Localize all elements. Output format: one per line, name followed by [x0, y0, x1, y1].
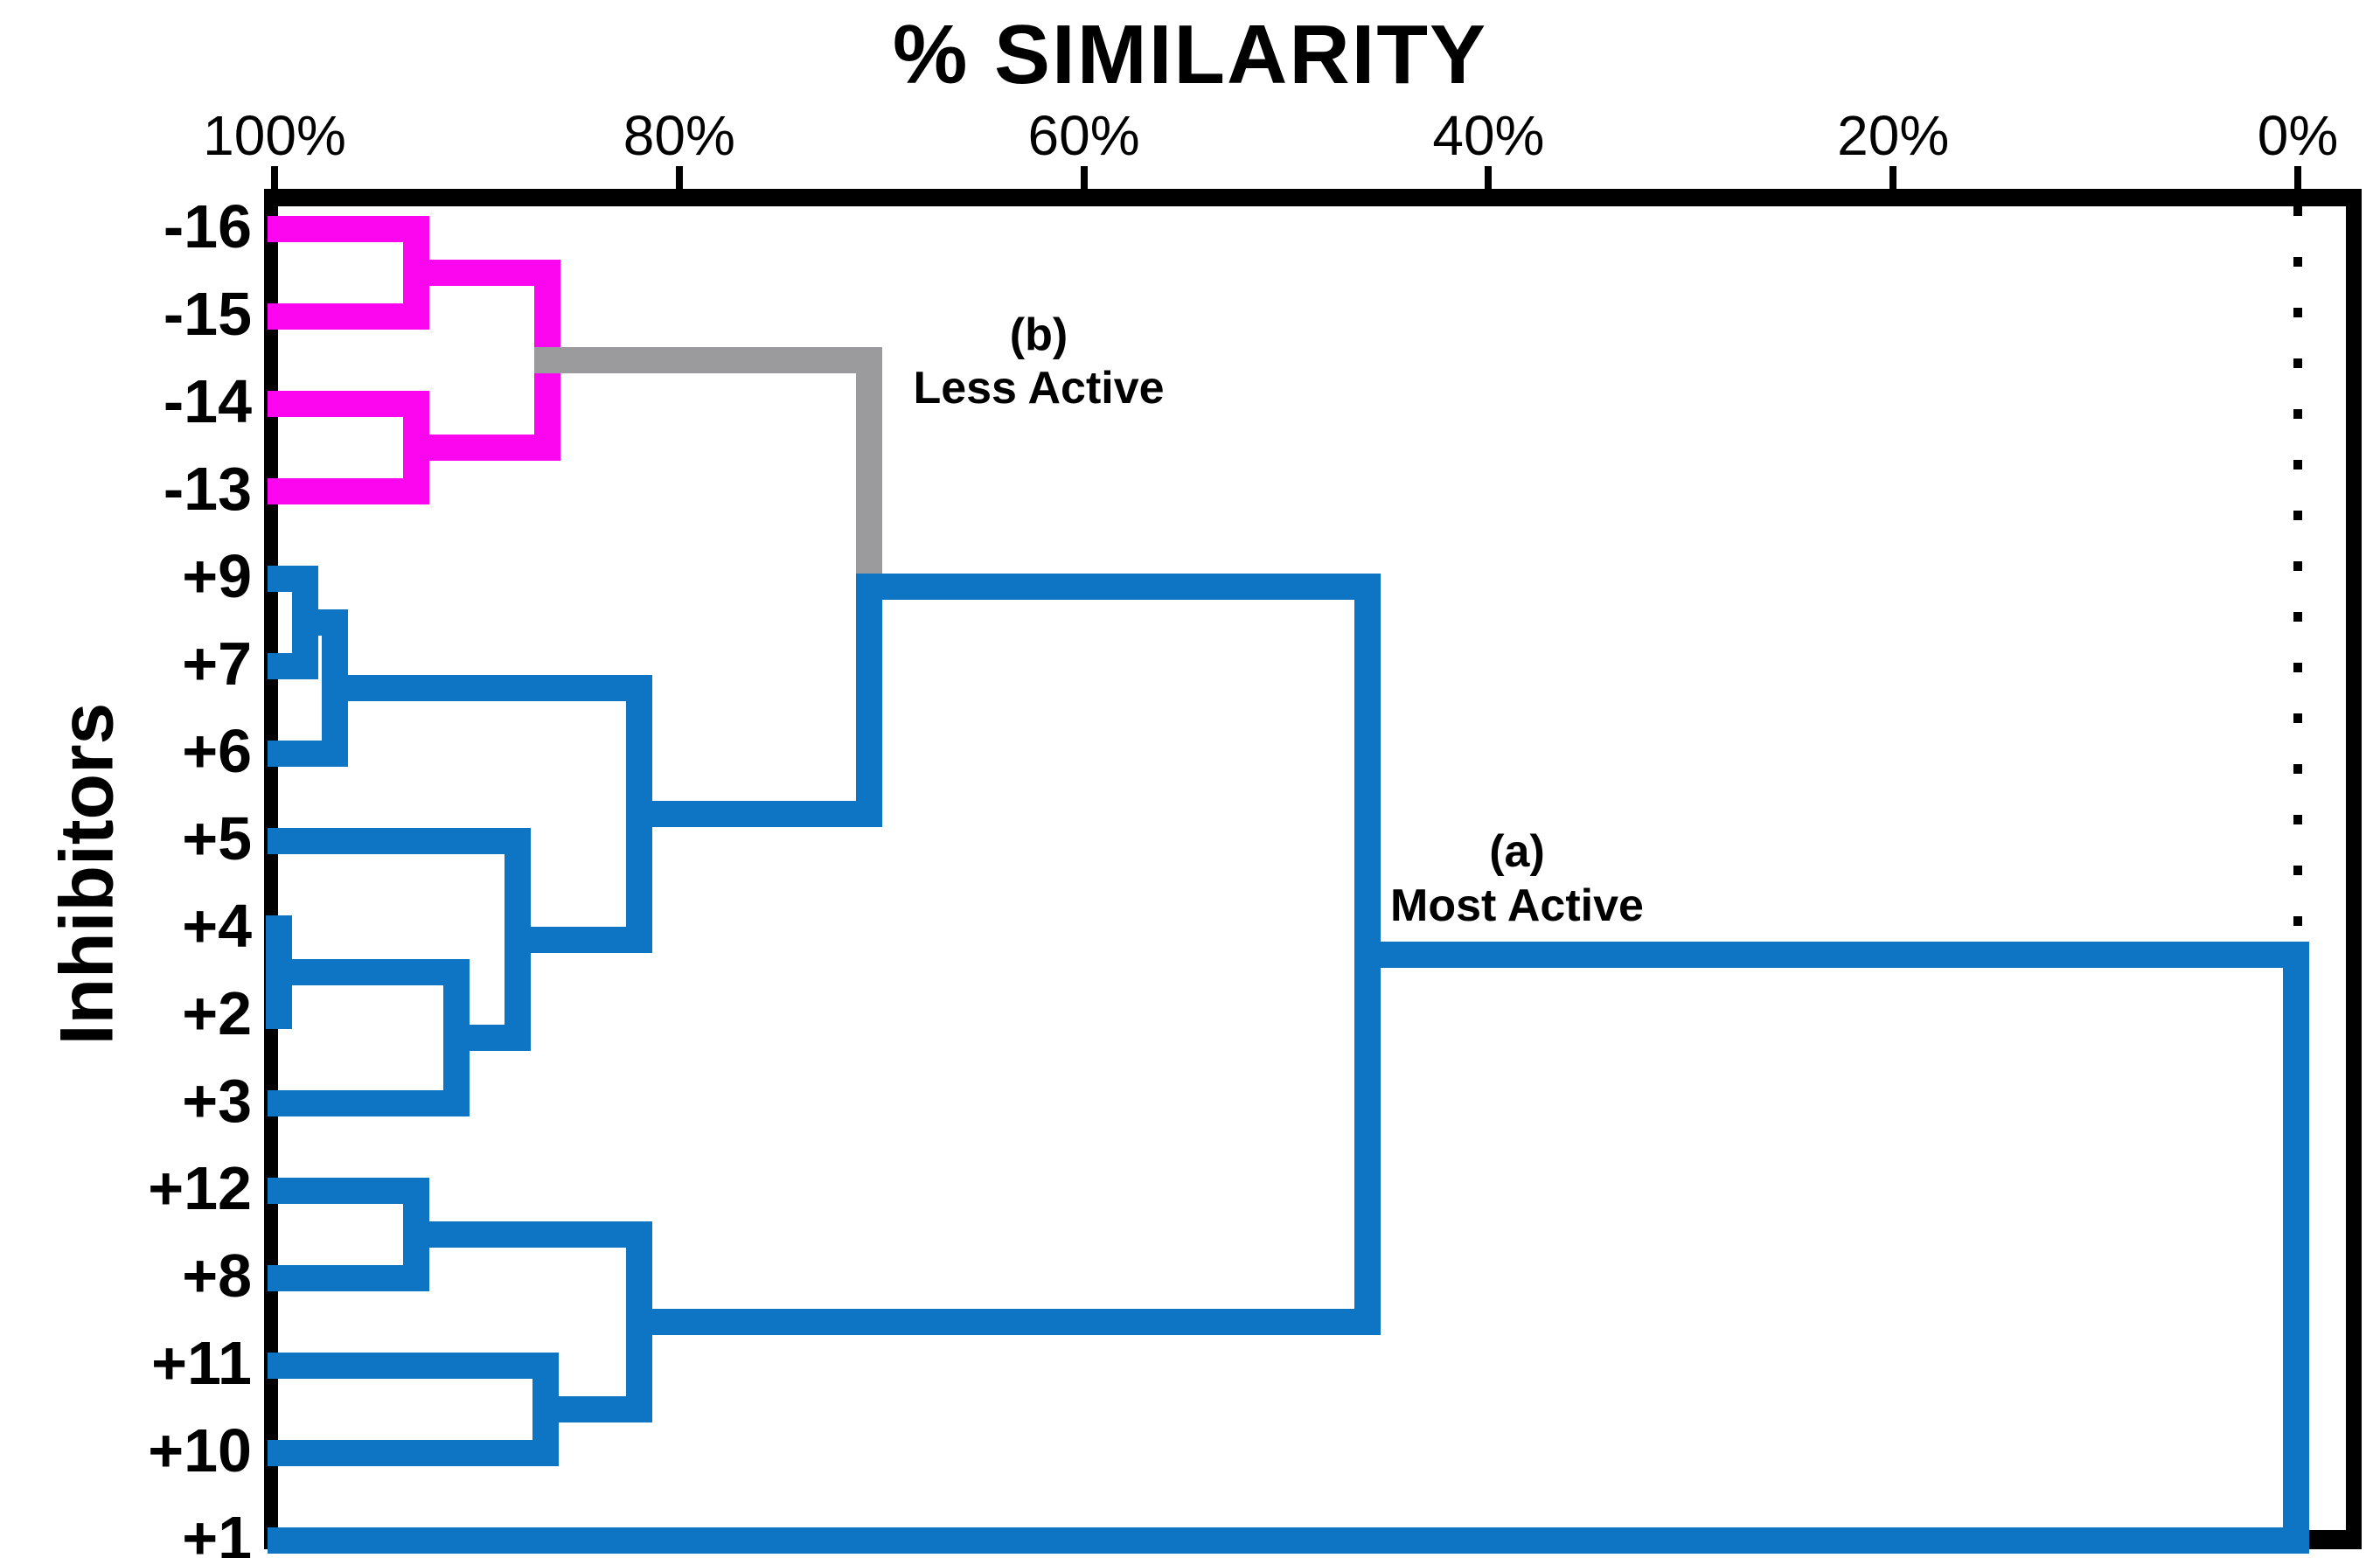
leaf-branch: [268, 915, 292, 942]
chart-title: % SIMILARITY: [892, 8, 1487, 101]
leaf-branch: [268, 1003, 292, 1029]
cluster-branch: [1354, 941, 2309, 968]
y-axis-title: Inhibitors: [45, 702, 129, 1046]
leaf-branch: [268, 828, 531, 854]
cluster-branch: [625, 1309, 1381, 1335]
x-axis-tick: [675, 166, 683, 198]
cluster-branch: [402, 1221, 652, 1248]
leaf-branch: [268, 1527, 2309, 1554]
leaf-label: +4: [182, 892, 252, 960]
cluster-annotation: (b): [1009, 310, 1068, 360]
cluster-branch: [265, 959, 470, 985]
cluster-branch: [322, 675, 652, 701]
cluster-branch: [534, 347, 883, 373]
x-axis-tick-label: 40%: [1432, 104, 1545, 167]
x-axis-tick-label: 100%: [203, 104, 346, 167]
leaf-branch: [268, 1353, 560, 1379]
cluster-annotation: (a): [1489, 826, 1545, 877]
x-axis-tick: [1889, 166, 1897, 198]
leaf-branch: [268, 1265, 429, 1291]
axis-line-top: [264, 189, 2362, 206]
leaf-label: +5: [182, 804, 252, 873]
leaf-branch: [268, 653, 318, 679]
cluster-branch: [856, 574, 1381, 601]
branch-vertical-lower: [856, 587, 883, 827]
x-axis-tick: [271, 166, 278, 198]
x-axis-tick-label: 60%: [1027, 104, 1140, 167]
frame-line-right: [2346, 189, 2362, 1549]
leaf-branch: [268, 1178, 429, 1204]
x-axis-tick: [1080, 166, 1088, 198]
leaf-branch: [268, 216, 429, 242]
x-axis-tick: [2294, 166, 2301, 198]
cluster-branch: [532, 1396, 652, 1422]
cluster-branch: [291, 609, 349, 636]
leaf-branch: [268, 1090, 470, 1116]
leaf-label: -14: [163, 367, 252, 435]
leaf-label: +10: [148, 1416, 252, 1485]
x-axis-tick-label: 0%: [2257, 104, 2339, 167]
leaf-branch: [268, 1440, 560, 1466]
leaf-label: +1: [182, 1504, 252, 1558]
leaf-label: -16: [163, 192, 252, 261]
leaf-label: +12: [148, 1154, 252, 1222]
leaf-label: -13: [163, 455, 252, 523]
x-axis-tick-label: 80%: [623, 104, 735, 167]
x-axis-tick: [1485, 166, 1493, 198]
cluster-branch: [625, 800, 883, 827]
leaf-label: +9: [182, 542, 252, 610]
axis-line-left: [264, 189, 278, 1549]
cluster-branch: [402, 435, 561, 461]
leaf-branch: [268, 741, 349, 767]
leaf-label: -15: [163, 280, 252, 348]
leaf-label: +2: [182, 979, 252, 1047]
cluster-annotation: Less Active: [913, 363, 1165, 414]
leaf-label: +3: [182, 1067, 252, 1135]
x-axis-tick-label: 20%: [1837, 104, 1950, 167]
cluster-branch: [402, 260, 561, 286]
leaf-label: +7: [182, 629, 252, 698]
leaf-branch: [268, 566, 318, 592]
leaf-branch: [268, 303, 429, 330]
branch-vertical: [2282, 941, 2309, 1554]
cluster-branch: [443, 1025, 531, 1051]
zero-pct-dotted-line: [2293, 206, 2302, 1530]
leaf-label: +8: [182, 1242, 252, 1310]
cluster-annotation: Most Active: [1390, 880, 1644, 931]
branch-vertical-upper: [856, 347, 883, 588]
leaf-branch: [268, 478, 429, 504]
leaf-branch: [268, 391, 429, 417]
cluster-branch: [504, 926, 652, 953]
leaf-label: +11: [151, 1329, 252, 1397]
leaf-label: +6: [182, 717, 252, 785]
